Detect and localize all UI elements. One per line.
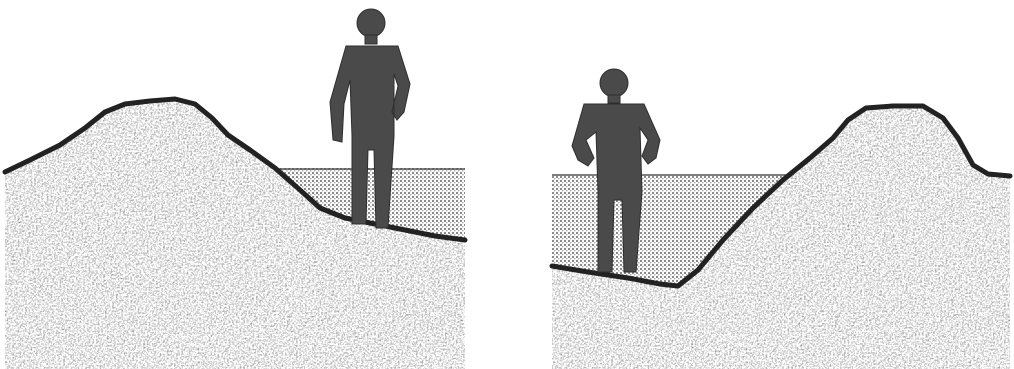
panel-right-svg — [548, 0, 1014, 369]
panel-right — [548, 0, 1014, 369]
panel-left — [0, 0, 470, 369]
panel-left-svg — [0, 0, 470, 369]
